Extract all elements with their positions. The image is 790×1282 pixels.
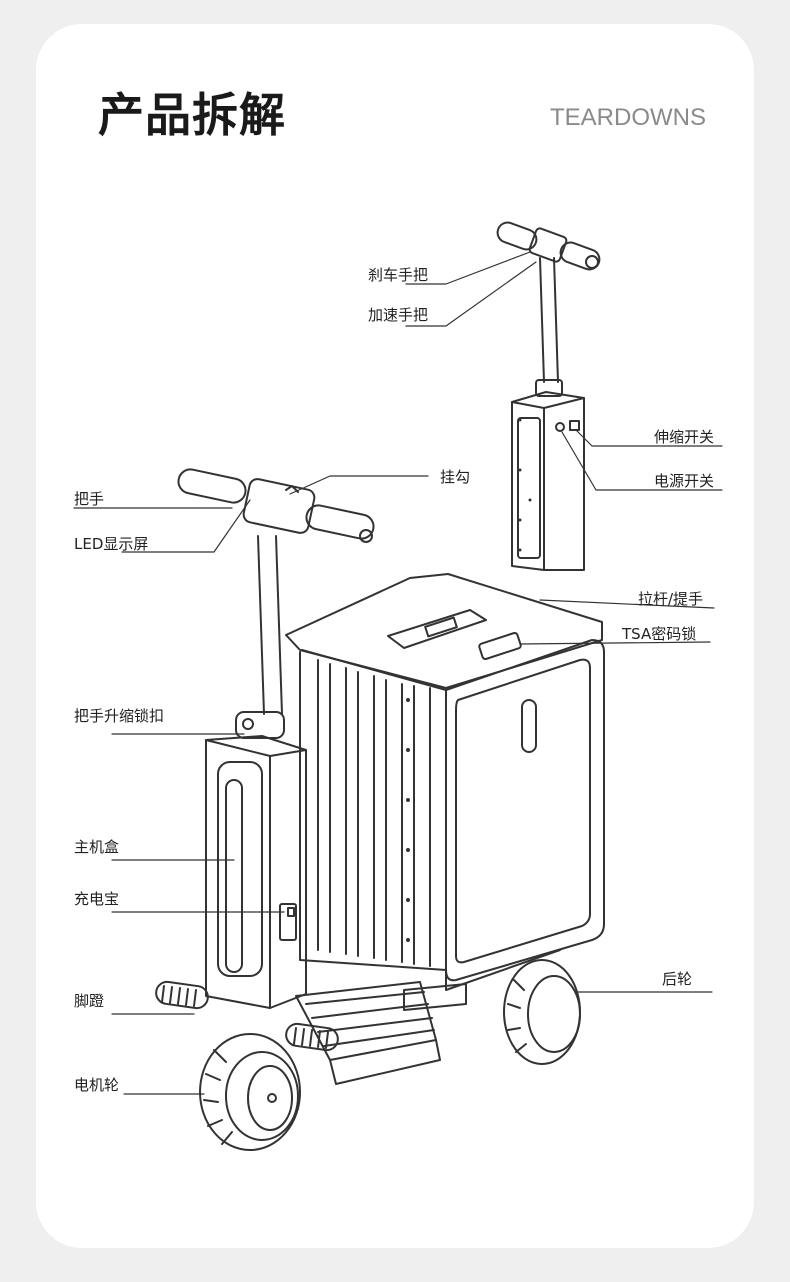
front-column-icon — [205, 535, 307, 1009]
callout-hook: 挂勾 — [440, 468, 471, 486]
deck-icon — [295, 981, 441, 1085]
callout-telescopic-switch: 伸缩开关 — [654, 428, 715, 446]
callout-motor-wheel: 电机轮 — [74, 1076, 120, 1094]
motor-wheel-icon — [199, 1033, 301, 1151]
callout-power-switch: 电源开关 — [654, 472, 715, 490]
footrest-icon — [155, 980, 339, 1052]
leader-lines — [73, 251, 723, 1095]
callout-main-box: 主机盒 — [74, 838, 120, 856]
callout-handle-lock-buckle: 把手升缩锁扣 — [74, 707, 165, 725]
callout-rear-wheel: 后轮 — [662, 970, 693, 988]
callout-tsa-lock: TSA密码锁 — [622, 625, 697, 643]
rear-wheel-icon — [503, 959, 581, 1065]
suitcase-body-icon — [285, 573, 605, 1011]
callout-handlebar: 把手 — [74, 490, 105, 508]
detached-handle-icon — [496, 221, 601, 571]
page-subtitle: TEARDOWNS — [550, 104, 706, 131]
handlebar-icon — [177, 468, 375, 543]
callout-power-bank: 充电宝 — [74, 890, 120, 908]
callout-throttle-handle: 加速手把 — [368, 306, 429, 324]
page-title: 产品拆解 — [98, 88, 286, 142]
callout-led-display: LED显示屏 — [74, 535, 149, 553]
callout-pull-rod: 拉杆/提手 — [638, 590, 704, 608]
content-card — [36, 24, 754, 1248]
callout-footrest: 脚蹬 — [74, 992, 105, 1010]
callout-brake-handle: 刹车手把 — [368, 266, 429, 284]
